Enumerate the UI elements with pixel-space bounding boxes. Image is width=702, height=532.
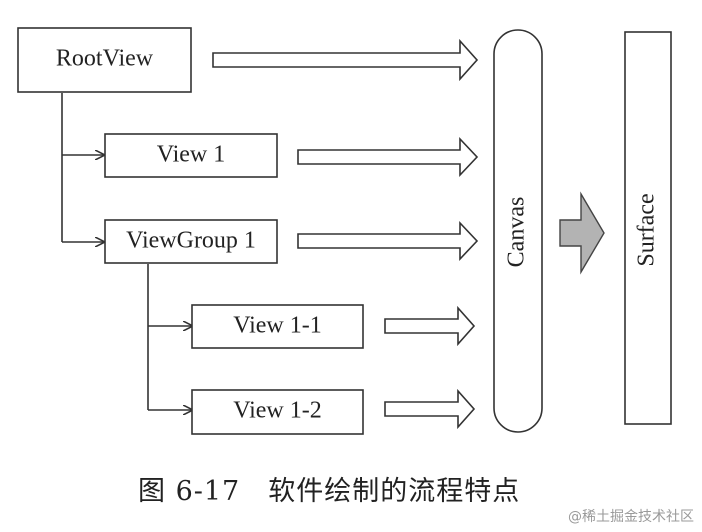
canvas-block: Canvas (493, 29, 543, 433)
tree-connectors (61, 93, 192, 410)
arrow-view12-to-canvas (384, 388, 476, 430)
canvas-label: Canvas (504, 197, 530, 268)
node-view-1-1-label: View 1-1 (233, 313, 322, 339)
arrow-canvas-to-surface (559, 191, 605, 275)
node-view-1: View 1 (104, 133, 278, 178)
figure-number: 图 6-17 (138, 476, 241, 507)
node-view-1-1: View 1-1 (191, 304, 364, 349)
node-rootview-label: RootView (56, 46, 154, 72)
node-viewgroup-1: ViewGroup 1 (104, 219, 278, 264)
arrow-viewgroup1-to-canvas (297, 220, 479, 262)
node-view-1-2-label: View 1-2 (233, 398, 322, 424)
figure-title: 软件绘制的流程特点 (268, 476, 521, 507)
figure-caption: 图 6-17 软件绘制的流程特点 (138, 469, 520, 508)
node-view-1-2: View 1-2 (191, 389, 364, 435)
draw-arrows (212, 38, 479, 430)
arrow-rootview-to-canvas (212, 38, 479, 82)
arrow-view11-to-canvas (384, 305, 476, 347)
surface-label: Surface (634, 193, 660, 266)
node-viewgroup-1-label: ViewGroup 1 (126, 228, 256, 254)
arrow-view1-to-canvas (297, 136, 479, 178)
surface-block: Surface (624, 31, 672, 425)
node-rootview: RootView (17, 27, 192, 93)
node-view-1-label: View 1 (157, 142, 226, 168)
watermark: @稀土掘金技术社区 (568, 509, 694, 525)
